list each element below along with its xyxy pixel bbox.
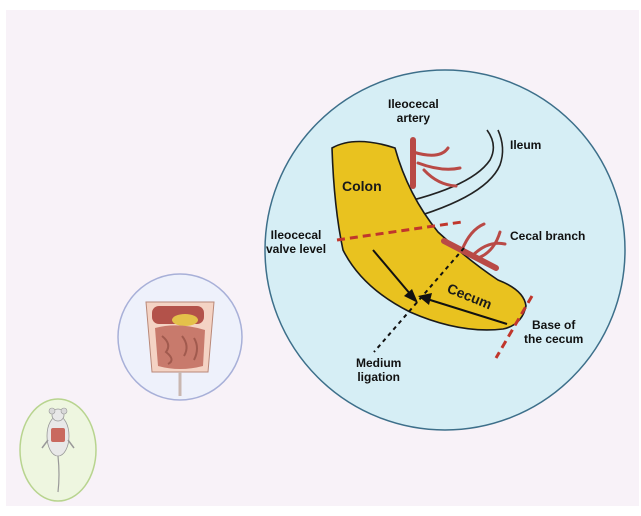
ileocecal-artery-label: Ileocecal artery (388, 97, 439, 125)
ileum-label: Ileum (510, 138, 541, 152)
ileocecal-valve-level-label: Ileocecal valve level (266, 228, 326, 256)
colon-label: Colon (342, 178, 382, 194)
mouse-overview-circle (20, 399, 96, 501)
abdomen-circle (118, 274, 242, 400)
cecal-branch-label: Cecal branch (510, 229, 585, 243)
medium-ligation-label: Medium ligation (356, 356, 401, 384)
base-of-cecum-label: Base of the cecum (524, 318, 583, 346)
